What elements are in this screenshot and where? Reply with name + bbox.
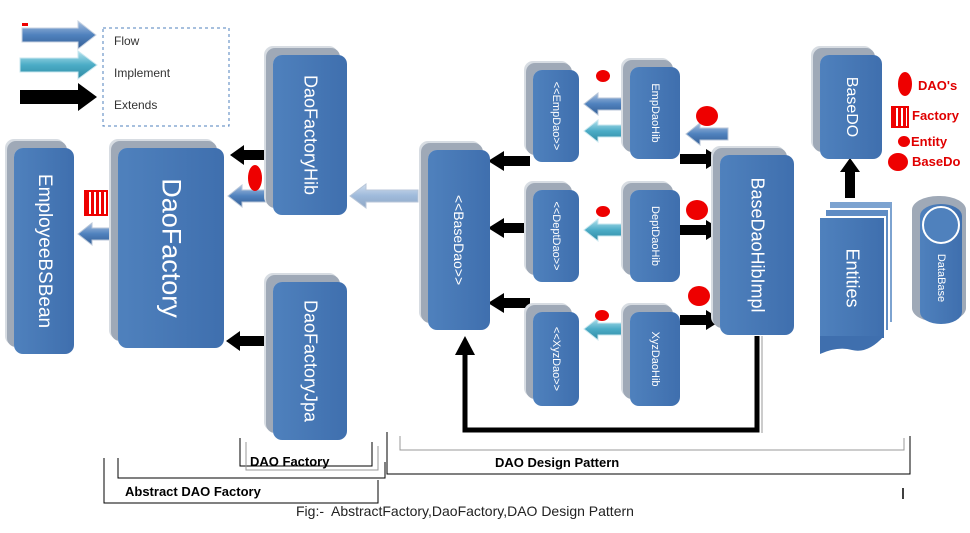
dept-dao-label: <<DeptDao>> <box>550 201 562 271</box>
extends-arrow-xyzdaohib-impl <box>680 310 722 330</box>
entities-box: Entities <box>818 216 886 340</box>
dao-factory-label: DaoFactory <box>156 178 187 318</box>
key-daos-label: DAO's <box>918 78 958 93</box>
factory-marker <box>84 190 108 216</box>
emp-dao-box: <<EmpDao>> <box>533 70 579 162</box>
key-factory-label: Factory <box>912 108 959 123</box>
daos-marker <box>248 165 262 191</box>
dao-factory-jpa-box: DaoFactoryJpa <box>273 282 347 440</box>
dao-factory-jpa-label: DaoFactoryJpa <box>300 299 321 423</box>
xyz-dao-box: <<XyzDao>> <box>533 312 579 406</box>
bracket-dao-factory <box>239 438 373 467</box>
key-daos-icon <box>898 72 912 96</box>
figure-caption: Fig:- AbstractFactory,DaoFactory,DAO Des… <box>296 503 634 519</box>
flow-arrow-daofactory-bean <box>77 221 119 247</box>
dao-factory-hib-label: DaoFactoryHib <box>300 74 321 196</box>
basedo-marker-xyz <box>688 286 710 306</box>
legend-extends-arrow <box>20 83 97 111</box>
base-dao-box: <<BaseDao>> <box>428 150 490 330</box>
key-factory-icon <box>891 106 909 128</box>
emp-dao-hib-box: EmpDaoHib <box>630 67 680 159</box>
key-basedo-label: BaseDo <box>912 154 961 169</box>
impl-loop-arrowhead <box>455 336 475 355</box>
xyz-dao-label: <<XyzDao>> <box>550 326 562 392</box>
legend-extends-label: Extends <box>114 98 158 112</box>
key-entity-icon <box>898 136 910 147</box>
dao-factory-hib-box: DaoFactoryHib <box>273 55 347 215</box>
dept-dao-box: <<DeptDao>> <box>533 190 579 282</box>
key-basedo-icon <box>888 153 908 171</box>
legend-box <box>102 27 230 127</box>
emp-dao-hib-label: EmpDaoHib <box>649 83 661 143</box>
entities-label: Entities <box>842 248 863 308</box>
impl-loop-line <box>462 336 760 433</box>
impl-arrow-deptdaohib-deptdao <box>583 217 629 243</box>
base-do-label: BaseDO <box>843 76 860 138</box>
extends-arrow-xyzdao-basedao <box>488 293 530 313</box>
xyz-dao-hib-box: XyzDaoHib <box>630 312 680 406</box>
bracket-dao-factory-label: DAO Factory <box>250 454 330 469</box>
database-top <box>922 206 960 244</box>
bracket-abstract-dao-factory <box>103 458 379 504</box>
extends-arrow-empdao-basedao <box>488 151 530 171</box>
legend-implement-label: Implement <box>114 66 171 80</box>
employee-bean-label: EmployeeBSBean <box>34 173 55 329</box>
employee-bean-box: EmployeeBSBean <box>14 148 74 354</box>
legend-flow-arrow <box>21 19 97 51</box>
flow-arrow-impl-empdaohib <box>685 121 729 147</box>
flow-arrow-empdaohib-empdao <box>583 91 626 117</box>
base-dao-label: <<BaseDao>> <box>451 194 467 286</box>
dept-dao-hib-label: DeptDaoHib <box>649 206 661 266</box>
entity-marker-dept <box>596 206 610 217</box>
extends-arrow-entities-basedo <box>840 158 860 198</box>
dept-dao-hib-box: DeptDaoHib <box>630 190 680 282</box>
database-label: DataBase <box>935 254 947 303</box>
basedo-marker-emp <box>696 106 718 126</box>
legend-red-mark <box>22 23 28 26</box>
legend-implement-arrow <box>19 50 98 80</box>
extends-arrow-hib-daofactory <box>230 145 270 165</box>
basedo-marker-dept <box>686 200 708 220</box>
dao-factory-box: DaoFactory <box>118 148 224 348</box>
database-cylinder: DataBase <box>920 204 962 324</box>
emp-dao-label: <<EmpDao>> <box>550 81 562 151</box>
legend-flow-label: Flow <box>114 34 140 48</box>
base-do-box: BaseDO <box>820 55 882 159</box>
base-dao-hib-impl-box: BaseDaoHibImpl <box>720 155 794 335</box>
bracket-abstract-dao-factory-label: Abstract DAO Factory <box>125 484 261 499</box>
extends-arrow-jpa-daofactory <box>226 331 264 351</box>
extends-arrow-empdaohib-impl <box>680 149 722 169</box>
flow-arrow-basedao-hib <box>349 183 419 209</box>
bracket-dao-design-pattern-label: DAO Design Pattern <box>495 455 620 470</box>
base-dao-hib-impl-label: BaseDaoHibImpl <box>747 177 768 313</box>
entities-wave <box>820 336 884 354</box>
bracket-dao-design-pattern <box>386 432 911 475</box>
flow-arrow-hib-daofactory <box>227 183 271 209</box>
xyz-dao-hib-label: XyzDaoHib <box>649 331 661 387</box>
entity-marker-emp <box>596 70 610 82</box>
extends-arrow-deptdao-basedao <box>488 218 530 238</box>
key-entity-label: Entity <box>911 134 948 149</box>
entity-marker-xyz <box>595 310 609 321</box>
impl-arrow-empdaohib-empdao <box>583 118 629 144</box>
extends-arrow-deptdaohib-impl <box>680 220 722 240</box>
impl-arrow-xyzdaohib-xyzdao <box>583 316 629 342</box>
